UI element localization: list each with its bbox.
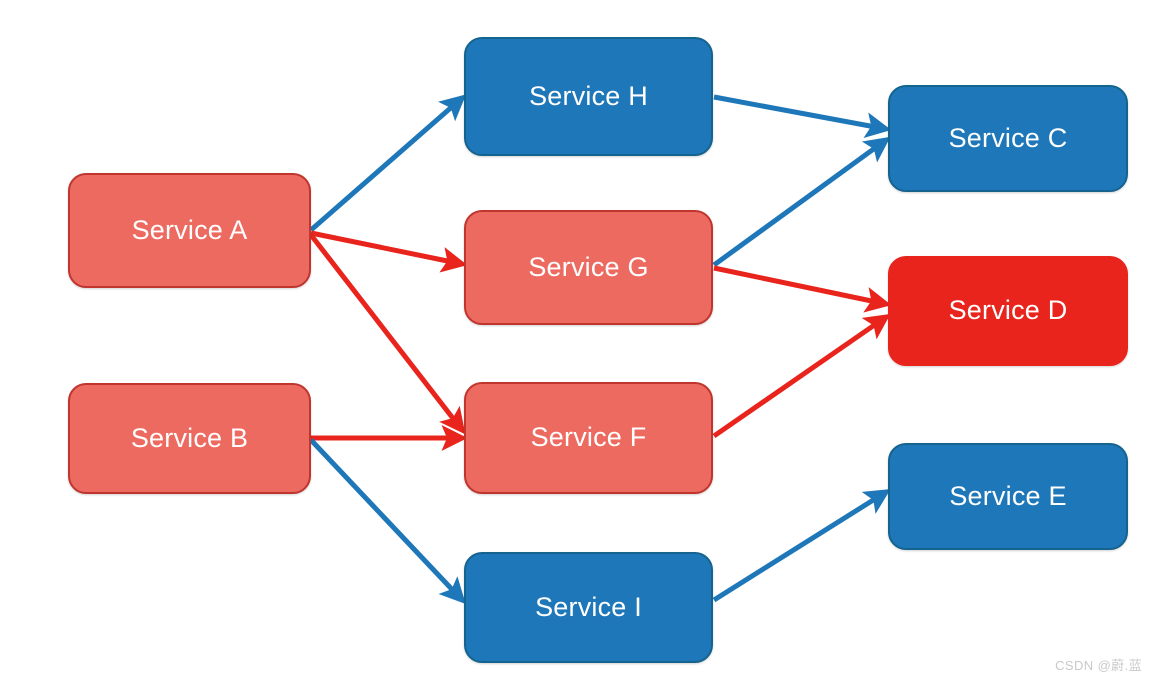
node-service-g[interactable]: Service G <box>464 210 713 325</box>
node-service-b[interactable]: Service B <box>68 383 311 494</box>
node-service-a[interactable]: Service A <box>68 173 311 288</box>
node-label: Service H <box>529 80 648 111</box>
node-label: Service A <box>131 214 248 245</box>
watermark: CSDN @蔚.蓝 <box>1055 658 1142 673</box>
node-service-e[interactable]: Service E <box>888 443 1128 550</box>
node-service-h[interactable]: Service H <box>464 37 713 156</box>
edge-g-to-c <box>712 136 891 268</box>
node-service-i[interactable]: Service I <box>464 552 713 663</box>
edge-a-to-f <box>309 233 466 435</box>
node-label: Service F <box>530 422 647 453</box>
node-label: Service E <box>949 480 1067 511</box>
node-label: Service C <box>948 122 1068 153</box>
node-service-c[interactable]: Service C <box>888 85 1128 192</box>
edge-g-to-d <box>713 265 892 313</box>
edge-b-to-i <box>309 438 466 604</box>
edge-i-to-e <box>712 489 891 603</box>
node-label: Service B <box>130 422 249 453</box>
node-label: Service D <box>948 295 1068 326</box>
node-label: Service G <box>528 251 649 282</box>
edge-f-to-d <box>712 313 891 439</box>
node-service-f[interactable]: Service F <box>464 382 713 494</box>
node-service-d[interactable]: Service D <box>888 256 1128 366</box>
edge-a-to-g <box>310 230 468 273</box>
edge-a-to-h <box>309 94 467 232</box>
edge-h-to-c <box>713 94 892 139</box>
node-label: Service I <box>535 591 642 622</box>
